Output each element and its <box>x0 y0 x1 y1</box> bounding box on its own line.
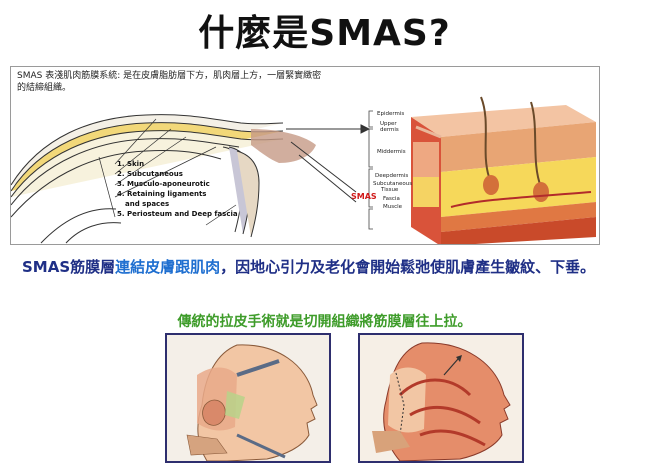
diagram-caption: SMAS 表淺肌肉筋膜系統: 是在皮膚脂肪層下方，肌肉層上方，一層緊實緻密 的結… <box>17 70 357 94</box>
label-subcutaneous-2: Tissue <box>381 187 399 193</box>
label-muscle: Muscle <box>383 204 403 210</box>
label-smas: SMAS <box>351 192 377 201</box>
smas-layers-diagram: SMAS 表淺肌肉筋膜系統: 是在皮膚脂肪層下方，肌肉層上方，一層緊實緻密 的結… <box>10 66 600 245</box>
caption-line-2: 的結締組織。 <box>17 83 72 93</box>
facelift-illustration-left <box>165 333 331 463</box>
label-fascia: Fascia <box>383 196 400 202</box>
page-title: 什麼是SMAS? <box>198 13 451 54</box>
label-upper-dermis-2: dermis <box>380 127 399 133</box>
label-deepdermis: Deepdermis <box>375 173 409 179</box>
desc-part-2: 連結皮膚跟肌肉 <box>115 258 221 276</box>
desc-part-1: SMAS筋膜層 <box>22 258 116 276</box>
legend-item-periosteum: 5. Periosteum and Deep fascia <box>117 210 238 218</box>
face-profile-image-left <box>167 335 329 461</box>
facelift-illustration-right <box>358 333 524 463</box>
smas-description: SMAS筋膜層連結皮膚跟肌肉，因地心引力及老化會開始鬆弛使肌膚產生皺紋、下垂。 <box>22 257 632 277</box>
face-profile-image-right <box>360 335 522 461</box>
legend-item-skin: 1. Skin <box>117 160 145 168</box>
facelift-note: 傳統的拉皮手術就是切開組織將筋膜層往上拉。 <box>177 314 472 330</box>
label-subcutaneous-1: Subcutaneous <box>373 181 413 187</box>
legend-item-ligaments: 4. Retaining ligaments <box>117 190 207 198</box>
legend-item-musculo: 3. Musculo-aponeurotic <box>117 180 210 188</box>
label-upper-dermis-1: Upper <box>380 121 397 127</box>
layer-illustration <box>11 96 596 244</box>
legend-item-subcutaneous: 2. Subcutaneous <box>117 170 183 178</box>
caption-line-1: SMAS 表淺肌肉筋膜系統: 是在皮膚脂肪層下方，肌肉層上方，一層緊實緻密 <box>17 71 322 81</box>
desc-part-3: ，因地心引力及老化會開始鬆弛使肌膚產生皺紋、下垂。 <box>220 258 596 276</box>
legend-item-ligaments-cont: and spaces <box>125 200 170 208</box>
layer-legend: 1. Skin 2. Subcutaneous 3. Musculo-apone… <box>117 159 238 219</box>
label-epidermis: Epidermis <box>377 111 405 117</box>
label-middermis: Middermis <box>377 149 406 155</box>
